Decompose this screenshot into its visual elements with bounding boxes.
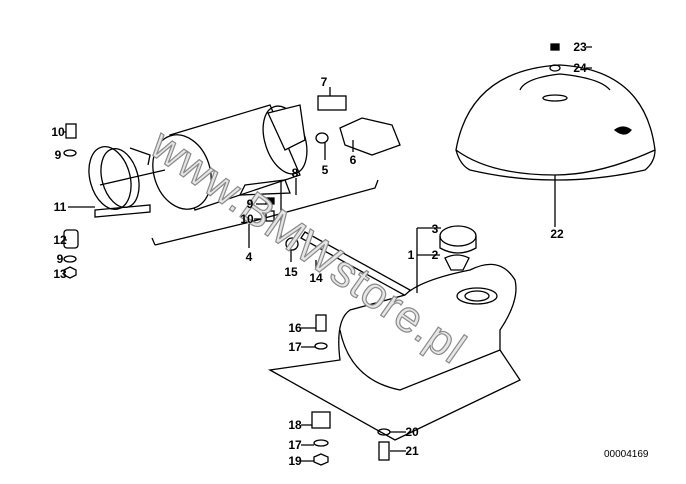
callout-17[interactable]: 17: [288, 340, 302, 354]
cover-part: [455, 43, 656, 227]
callout-22[interactable]: 22: [550, 227, 564, 241]
washer-9b: [63, 255, 77, 263]
callout-12[interactable]: 12: [53, 233, 67, 247]
callout-18[interactable]: 18: [288, 418, 302, 432]
callout-4[interactable]: 4: [245, 250, 253, 264]
callout-20[interactable]: 20: [405, 425, 419, 439]
callout-17[interactable]: 17: [288, 438, 302, 452]
reservoir-part: [268, 225, 521, 441]
washer-9: [63, 149, 77, 157]
callout-2[interactable]: 2: [431, 248, 439, 262]
bolt-10: [65, 123, 77, 139]
callout-16[interactable]: 16: [288, 321, 302, 335]
drawing-number: 00004169: [604, 449, 649, 460]
callout-9[interactable]: 9: [246, 197, 254, 211]
callout-13[interactable]: 13: [53, 267, 67, 281]
callout-9[interactable]: 9: [56, 252, 64, 266]
callout-1[interactable]: 1: [407, 248, 415, 262]
callout-5[interactable]: 5: [321, 163, 329, 177]
callout-15[interactable]: 15: [284, 265, 298, 279]
callout-3[interactable]: 3: [431, 222, 439, 236]
callout-14[interactable]: 14: [309, 271, 323, 285]
callout-10[interactable]: 10: [240, 212, 254, 226]
callout-21[interactable]: 21: [405, 444, 419, 458]
washer-5: [315, 132, 329, 144]
clamp-part: [88, 146, 151, 218]
callout-24[interactable]: 24: [573, 61, 587, 75]
mount-12: [63, 229, 79, 249]
callout-10[interactable]: 10: [51, 125, 65, 139]
pump-part: [99, 104, 308, 211]
callout-23[interactable]: 23: [573, 40, 587, 54]
callout-9[interactable]: 9: [54, 148, 62, 162]
callout-8[interactable]: 8: [291, 166, 299, 180]
callout-19[interactable]: 19: [288, 454, 302, 468]
callout-6[interactable]: 6: [349, 153, 357, 167]
callout-11[interactable]: 11: [53, 200, 67, 214]
nut-13: [63, 266, 77, 279]
callout-7[interactable]: 7: [320, 75, 328, 89]
sensor-6: [339, 117, 401, 156]
switch-7: [317, 95, 347, 111]
clip-15: [285, 237, 299, 251]
